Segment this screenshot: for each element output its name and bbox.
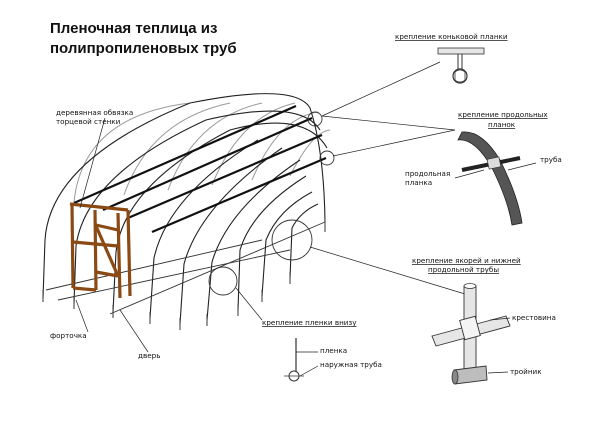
wood-frame-label-1: деревянная обвязка [56, 108, 133, 117]
wood-frame-label-2: торцевой стенки [56, 117, 121, 126]
long-mount-label-2: планок [488, 120, 516, 129]
pipe-label: труба [540, 155, 562, 164]
ridge-strip-icon [437, 47, 485, 55]
anchor-detail-circle [271, 219, 313, 261]
greenhouse-frame [42, 93, 335, 330]
anchor-mount-label-1: крепление якорей и нижней [412, 256, 521, 265]
film-mount-detail: крепление пленки внизу пленка наружная т… [262, 318, 382, 382]
title-line-2: полипропиленовых труб [50, 40, 237, 57]
anchor-mount-detail: крепление якорей и нижней продольной тру… [412, 256, 556, 385]
cross-label: крестовина [512, 313, 556, 322]
ridge-mount-detail: крепление коньковой планки [395, 32, 508, 84]
tee-label: тройник [510, 367, 542, 376]
outer-pipe-label: наружная труба [320, 360, 382, 369]
purlins [45, 104, 327, 315]
ridge-pipe-icon [452, 68, 468, 84]
ridge-mount-label: крепление коньковой планки [395, 32, 508, 41]
film-mount-label: крепление пленки внизу [262, 318, 357, 327]
purlin-detail-circle [319, 150, 335, 166]
door-label: дверь [138, 351, 160, 360]
long-strip-label-2: планка [405, 178, 432, 187]
tee-fitting-icon [453, 365, 488, 385]
long-strip-label-1: продольная [405, 169, 450, 178]
longitudinal-mount-detail: крепление продольных планок продольная п… [405, 110, 562, 226]
cross-fitting-icon [459, 315, 481, 341]
title-line-1: Пленочная теплица из [50, 20, 217, 37]
leader-lines [75, 61, 466, 353]
film-label: пленка [320, 346, 347, 355]
vent-label: форточка [50, 331, 87, 340]
ridge-detail-circle [307, 111, 323, 127]
arched-pipe-icon [457, 131, 523, 226]
film-detail-circle [208, 266, 238, 296]
ground-anchors [42, 218, 326, 330]
long-mount-label-1: крепление продольных [458, 110, 548, 119]
anchor-mount-label-2: продольной трубы [428, 265, 499, 274]
wooden-end-frame [69, 202, 132, 299]
